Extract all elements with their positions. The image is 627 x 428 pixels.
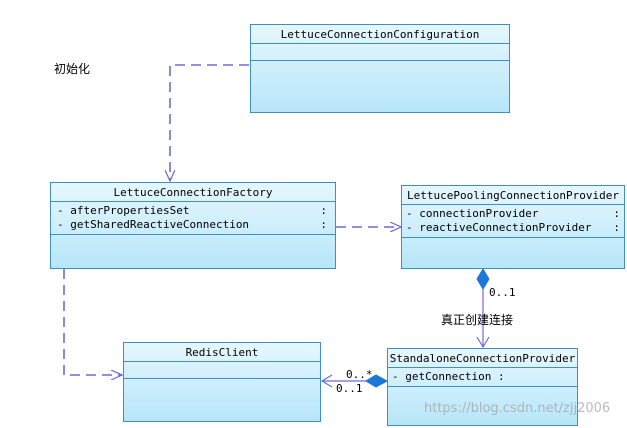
attributes-compartment: [124, 362, 320, 379]
arrowhead-to-redisclient: [320, 374, 333, 388]
operation-row: - reactiveConnectionProvider :: [406, 221, 620, 234]
operations-compartment: - getConnection :: [388, 368, 577, 387]
composition-diamond-standalone: [365, 374, 389, 388]
operation-name: getSharedReactiveConnection: [70, 218, 250, 231]
arrowhead-to-standalone: [476, 336, 490, 349]
class-name: LettuceConnectionConfiguration: [251, 25, 509, 44]
multiplicity-pooling-standalone: 0..1: [489, 286, 516, 299]
class-lettuce-connection-configuration[interactable]: LettuceConnectionConfiguration: [250, 24, 510, 113]
operations-compartment: [124, 379, 320, 383]
operation-row: - getSharedReactiveConnection :: [57, 218, 327, 231]
operation-suffix: :: [613, 207, 620, 220]
operations-compartment: [251, 61, 509, 65]
operation-name: afterPropertiesSet: [70, 204, 190, 217]
operation-suffix: :: [613, 221, 620, 234]
operations-compartment: - connectionProvider : - reactiveConnect…: [402, 205, 624, 238]
label-init: 初始化: [54, 62, 91, 76]
class-name: StandaloneConnectionProvider: [388, 349, 577, 368]
class-standalone-connection-provider[interactable]: StandaloneConnectionProvider - getConnec…: [387, 348, 578, 426]
dependency-factory-to-redisclient: [63, 269, 122, 375]
class-name: RedisClient: [124, 343, 320, 362]
multiplicity-redis-near: 0..*: [346, 368, 373, 381]
multiplicity-redis-far: 0..1: [336, 382, 363, 395]
watermark: https://blog.csdn.net/zjj2006: [424, 401, 611, 416]
class-redis-client[interactable]: RedisClient: [123, 342, 321, 422]
class-name: LettucePoolingConnectionProvider: [402, 186, 624, 205]
operations-compartment: - afterPropertiesSet : - getSharedReacti…: [51, 202, 335, 235]
composition-diamond-pooling: [476, 268, 490, 290]
dependency-config-to-factory: [170, 64, 249, 181]
label-real-create: 真正创建连接: [441, 313, 514, 327]
operation-name: reactiveConnectionProvider: [419, 221, 592, 234]
operation-row: - getConnection :: [392, 370, 505, 383]
operation-name: getConnection: [405, 370, 492, 383]
operation-row: - afterPropertiesSet :: [57, 204, 327, 217]
operation-suffix: :: [497, 370, 505, 383]
class-lettuce-connection-factory[interactable]: LettuceConnectionFactory - afterProperti…: [50, 182, 336, 269]
class-name: LettuceConnectionFactory: [51, 183, 335, 202]
operation-row: - connectionProvider :: [406, 207, 620, 220]
operation-suffix: :: [320, 218, 327, 231]
operation-name: connectionProvider: [419, 207, 539, 220]
attributes-compartment: [251, 44, 509, 61]
operation-suffix: :: [320, 204, 327, 217]
class-lettuce-pooling-connection-provider[interactable]: LettucePoolingConnectionProvider - conne…: [401, 185, 625, 269]
